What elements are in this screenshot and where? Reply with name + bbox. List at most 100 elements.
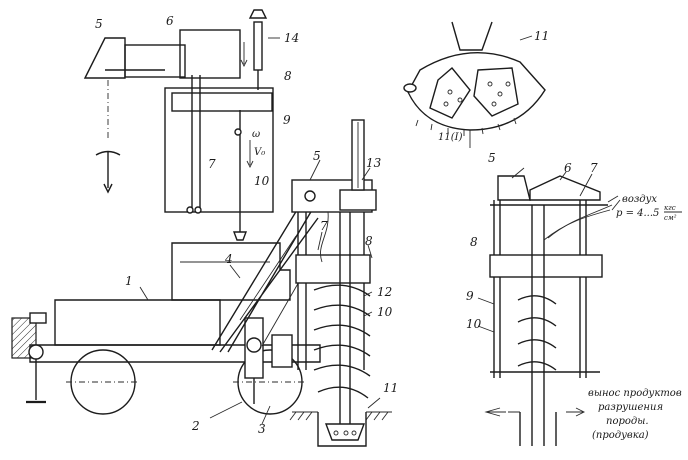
right-inset-borehole <box>519 412 557 446</box>
ground-hatch <box>289 411 389 421</box>
right-label-8: 8 <box>470 235 478 249</box>
inset-frame <box>164 87 274 213</box>
bit-shank <box>451 21 493 51</box>
right-label-5: 5 <box>488 151 496 165</box>
leader-7 <box>317 231 323 251</box>
right-inset-rotator-8 <box>489 254 603 278</box>
leader-4 <box>229 264 241 279</box>
removal-arrow-right <box>566 407 586 417</box>
leader-2 <box>209 401 243 419</box>
feed-arrow <box>240 42 248 68</box>
rotator-housing <box>295 254 371 284</box>
bit-teeth <box>415 117 517 136</box>
label-12: 12 <box>377 285 392 299</box>
leader-12 <box>363 291 373 297</box>
hose <box>320 211 329 263</box>
bit-label-11a: 11(I) <box>438 132 463 143</box>
label-10: 10 <box>377 305 393 319</box>
inset-label-6: 6 <box>166 14 174 28</box>
air-unit-bottom: см² <box>664 214 677 222</box>
removal-arrow-left <box>484 407 506 417</box>
bit-label-11: 11 <box>534 29 549 43</box>
left-outrigger-joint <box>28 344 44 360</box>
inset-label-5: 5 <box>95 17 103 31</box>
inset-motor <box>179 29 241 79</box>
leader-r9 <box>477 297 495 305</box>
inset-label-10: 10 <box>254 174 270 188</box>
bit-cone-left <box>429 67 471 119</box>
inset-pivot <box>234 128 242 136</box>
air-pressure: p = 4...5 <box>616 208 659 219</box>
inset-label-8: 8 <box>284 69 292 83</box>
label-1: 1 <box>125 274 133 288</box>
air-unit-top: кгс <box>664 204 676 212</box>
label-11: 11 <box>383 381 398 395</box>
bit-tooth <box>351 430 357 436</box>
bit-insert <box>491 101 497 107</box>
hydraulic-cylinder <box>271 334 293 368</box>
label-2: 2 <box>191 419 200 433</box>
leader-r7 <box>579 173 593 197</box>
bit-tooth <box>343 430 349 436</box>
label-8: 8 <box>365 234 373 248</box>
right-label-10: 10 <box>466 317 482 331</box>
right-label-6: 6 <box>564 161 572 175</box>
leader-13 <box>361 167 371 181</box>
leader-11 <box>367 397 381 409</box>
bit-body <box>407 52 546 131</box>
v0-symbol: V₀ <box>254 147 265 158</box>
inset-label-14: 14 <box>284 31 299 45</box>
left-outrigger-cap <box>29 312 47 324</box>
leader-1 <box>139 286 149 301</box>
omega-symbol: ω <box>252 129 260 140</box>
inset-label-7: 7 <box>208 157 216 171</box>
main-rig-view: 1 2 3 4 5 7 8 12 10 11 13 <box>11 119 398 447</box>
bit-insert <box>487 81 493 87</box>
mast-pulley <box>304 190 316 202</box>
right-label-9: 9 <box>466 289 474 303</box>
leader-bit-11 <box>519 35 533 41</box>
air-label: воздух <box>622 194 657 205</box>
velocity-arrow <box>246 140 254 169</box>
right-inset-head-5 <box>497 175 531 201</box>
inset-cylinder-cap <box>248 9 268 19</box>
right-label-7: 7 <box>590 161 598 175</box>
label-3: 3 <box>258 422 266 436</box>
drill-bit-inset: 11 11(I) <box>403 21 549 148</box>
bit-insert <box>447 89 453 95</box>
air-flush-inset: 5 6 7 8 9 10 воздух p = 4...5 кгс см² вы… <box>466 151 682 446</box>
air-hose-2 <box>543 209 611 241</box>
drill-bit <box>324 423 366 441</box>
inset-rod-tip <box>232 231 248 241</box>
borehole-wall <box>317 412 367 447</box>
leader-5 <box>309 159 321 181</box>
bit-insert <box>457 97 463 103</box>
bit-cone-right <box>473 67 519 117</box>
right-inset-head-6 <box>529 175 601 201</box>
label-4: 4 <box>224 252 233 266</box>
boom-strut <box>261 279 301 347</box>
inset-roller <box>186 206 194 214</box>
label-5: 5 <box>313 149 321 163</box>
leader-3 <box>261 405 271 425</box>
auger-flight <box>313 284 371 399</box>
leader-10 <box>363 311 373 317</box>
label-13: 13 <box>366 156 382 170</box>
rotation-arrow <box>95 150 121 194</box>
removal-line-2: разрушения <box>598 402 663 413</box>
removal-line-1: вынос продуктов <box>588 388 682 399</box>
bit-tooth <box>333 430 339 436</box>
inset-gearbox <box>124 44 186 78</box>
inset-label-9: 9 <box>283 113 291 127</box>
machine-body <box>54 299 221 346</box>
inset-rotator-band <box>171 92 273 112</box>
removal-line-3: породы. <box>606 416 649 427</box>
rear-support-joint <box>246 337 262 353</box>
bit-insert <box>505 81 511 87</box>
bit-insert <box>443 101 449 107</box>
leader-r5 <box>511 167 525 179</box>
air-hose <box>547 204 613 239</box>
removal-line-4: (продувка) <box>592 430 649 441</box>
